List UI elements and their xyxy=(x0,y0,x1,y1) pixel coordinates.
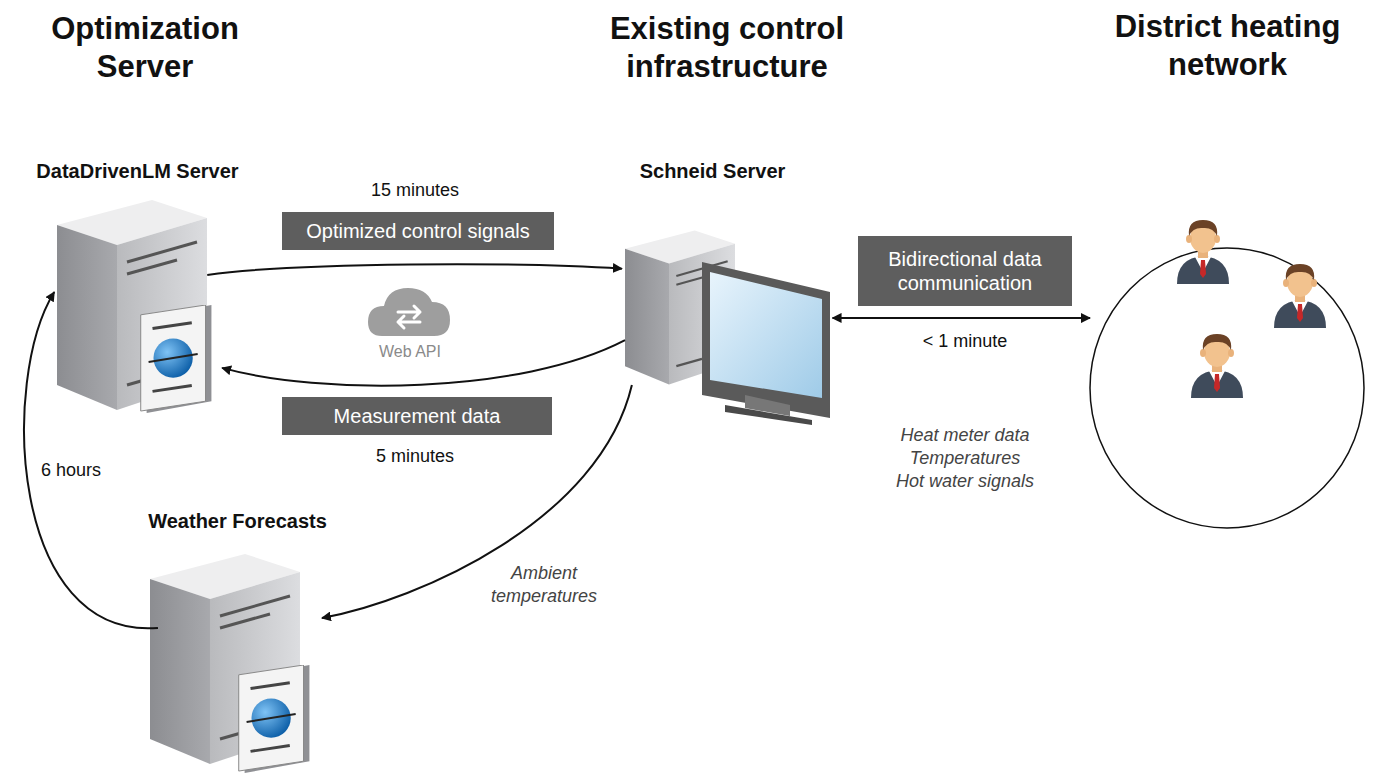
signal-label: Temperatures xyxy=(890,447,1040,470)
server-node: Weather Forecasts xyxy=(130,510,345,778)
interval-label: 5 minutes xyxy=(365,445,465,467)
signal-label: Heat meter data xyxy=(890,424,1040,447)
connector-arrow xyxy=(222,340,625,385)
node-heading: DataDrivenLM Server xyxy=(25,160,250,183)
connector-arrow xyxy=(207,264,622,275)
signal-label: Hot water signals xyxy=(890,470,1040,493)
column-heading: Optimization Server xyxy=(15,10,275,86)
connector-arrow xyxy=(24,292,158,628)
interval-label: 15 minutes xyxy=(365,179,465,201)
edge-label: 6 hours xyxy=(40,459,102,481)
column-heading: Existing control infrastructure xyxy=(577,10,877,86)
node-heading: Schneid Server xyxy=(590,160,835,183)
edge-label: Bidirectional data communication xyxy=(858,236,1072,306)
interval-label: < 1 minute xyxy=(915,330,1015,352)
connector-arrow xyxy=(833,317,1090,319)
server-node: Schneid Server xyxy=(590,160,835,425)
edge-label: Optimized control signals xyxy=(282,212,554,250)
edge-label: Ambient temperatures xyxy=(488,562,600,608)
node-heading: Weather Forecasts xyxy=(130,510,345,533)
node-heading: District heating network xyxy=(1085,8,1370,84)
edge-label: Measurement data xyxy=(282,397,552,435)
network-circle: District heating network xyxy=(1085,8,1370,530)
server-node: DataDrivenLM Server xyxy=(25,160,250,412)
api-label: Web API xyxy=(370,343,450,361)
